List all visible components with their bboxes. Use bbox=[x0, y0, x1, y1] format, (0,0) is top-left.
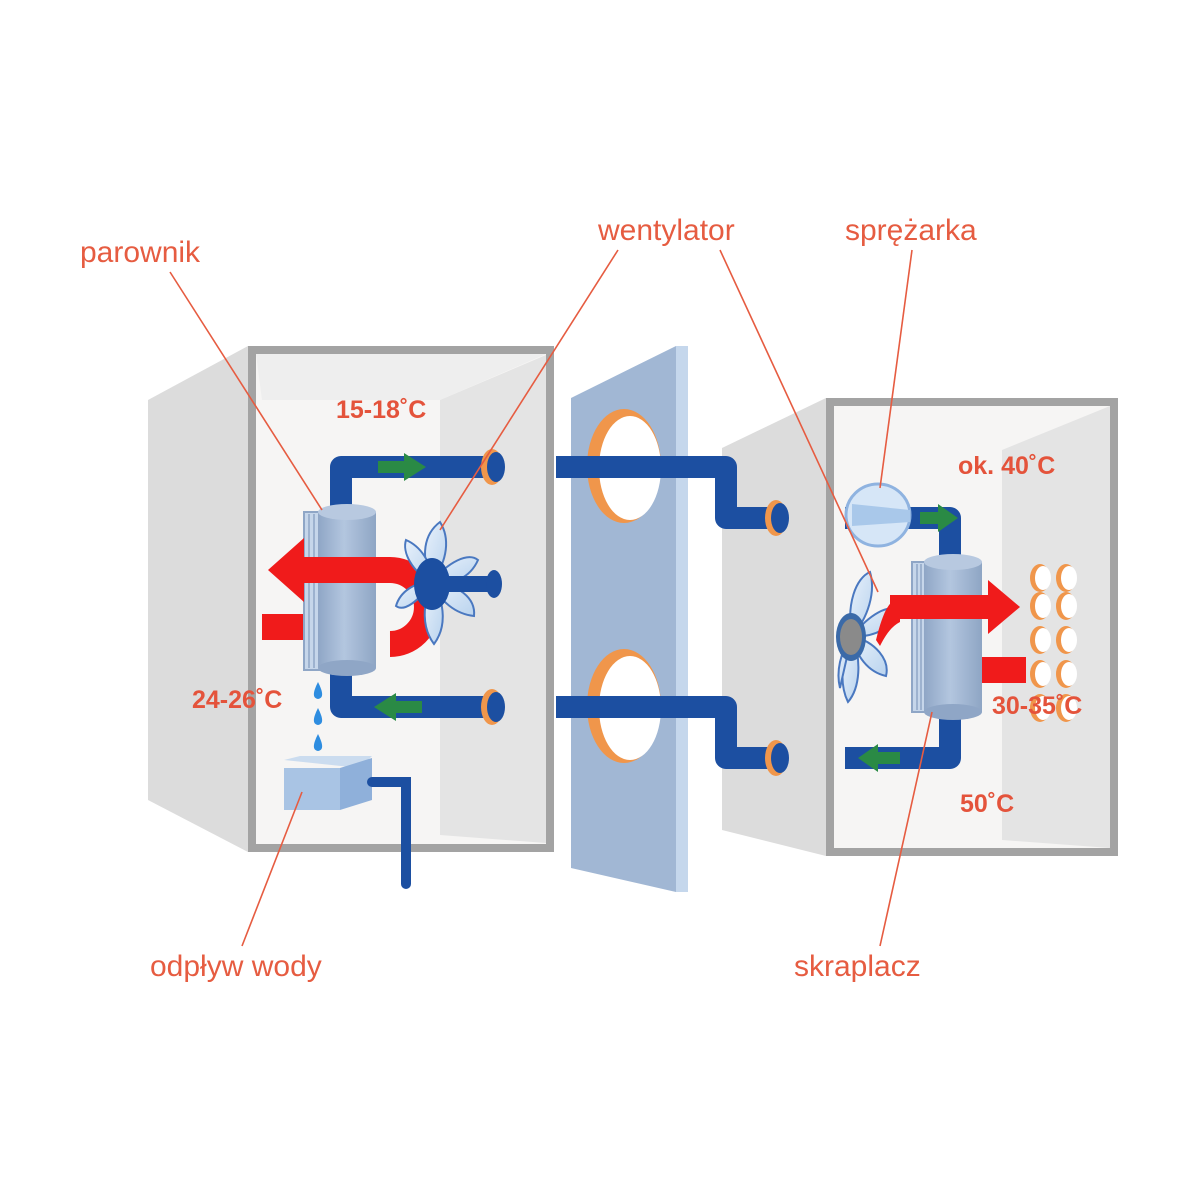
grille-hole bbox=[1061, 594, 1077, 618]
drain-pipe bbox=[367, 777, 411, 889]
fan-hub bbox=[840, 619, 862, 655]
flow-arrow-left-icon bbox=[374, 693, 422, 721]
grille-hole bbox=[1035, 594, 1051, 618]
leader-line-sprezarka bbox=[879, 249, 913, 489]
indoor-pipe-top bbox=[330, 456, 495, 520]
leader-line-odplyw bbox=[241, 791, 303, 947]
grille-hole bbox=[1035, 696, 1051, 720]
condenser bbox=[911, 554, 982, 720]
temp-condenser-bottom: 50˚C bbox=[960, 790, 1014, 818]
wall-panel bbox=[571, 346, 688, 892]
pipe-caps bbox=[481, 449, 789, 776]
temp-condenser-top: ok. 40˚C bbox=[958, 452, 1055, 480]
evaporator-top bbox=[318, 504, 376, 520]
evaporator-fins bbox=[303, 511, 321, 671]
grille-hole bbox=[1061, 566, 1077, 590]
link-pipe-bottom bbox=[556, 696, 780, 769]
exhaust-grille bbox=[1030, 564, 1077, 722]
evaporator-bottom bbox=[318, 660, 376, 676]
grille-hole bbox=[1035, 662, 1051, 686]
water-drop-icon bbox=[313, 682, 323, 699]
grille-hole bbox=[1035, 628, 1051, 652]
water-drop-icon bbox=[313, 708, 323, 725]
temp-condenser-outflow: 30-35˚C bbox=[992, 692, 1082, 720]
fan-hub bbox=[414, 558, 450, 610]
indoor-unit-top-inner bbox=[256, 354, 546, 400]
water-drop-icon bbox=[313, 734, 323, 751]
flow-arrow-right-icon bbox=[378, 453, 426, 481]
wall-panel-edge bbox=[676, 346, 688, 892]
drain-tray-front bbox=[284, 768, 340, 810]
temp-evaporator-inflow: 24-26˚C bbox=[192, 686, 282, 714]
label-skraplacz: skraplacz bbox=[794, 950, 921, 983]
indoor-unit-side bbox=[148, 346, 248, 852]
hot-air-return-stub bbox=[982, 657, 1026, 683]
condenser-body bbox=[924, 562, 982, 712]
grille-hole bbox=[1035, 566, 1051, 590]
pipe-cap bbox=[771, 743, 789, 773]
compressor-core bbox=[852, 504, 910, 526]
link-pipe-top bbox=[556, 456, 780, 529]
flow-arrow-right-icon bbox=[920, 504, 958, 532]
evaporator bbox=[303, 504, 376, 676]
indoor-pipe-bottom bbox=[330, 668, 495, 718]
label-wentylator: wentylator bbox=[597, 214, 735, 247]
leader-lines bbox=[169, 249, 933, 947]
flow-arrows bbox=[374, 453, 958, 772]
leader-line-wentylator-outdoor bbox=[719, 249, 879, 593]
leader-line-wentylator-indoor bbox=[439, 249, 619, 531]
label-odplyw-wody: odpływ wody bbox=[150, 950, 322, 983]
outdoor-unit-side bbox=[722, 398, 826, 856]
outdoor-fan bbox=[836, 570, 902, 704]
evaporator-body bbox=[318, 512, 376, 668]
grille-hole bbox=[1061, 662, 1077, 686]
leader-line-parownik bbox=[169, 271, 323, 511]
condenser-bottom bbox=[924, 704, 982, 720]
leader-line-skraplacz bbox=[879, 711, 933, 947]
pipe-cap bbox=[487, 692, 505, 722]
condenser-fins bbox=[911, 561, 927, 713]
condensate-drops bbox=[313, 682, 323, 751]
compressor bbox=[844, 482, 912, 548]
indoor-fan bbox=[394, 520, 502, 646]
pipe-cap bbox=[487, 452, 505, 482]
grille-hole bbox=[1061, 696, 1077, 720]
hot-air-outflow-arrow bbox=[876, 580, 1020, 646]
fan-shaft bbox=[448, 576, 492, 592]
label-sprezarka: sprężarka bbox=[845, 214, 977, 247]
label-parownik: parownik bbox=[80, 236, 201, 269]
temp-evaporator-top: 15-18˚C bbox=[336, 396, 426, 424]
flow-arrow-left-icon bbox=[858, 744, 900, 772]
drain-tray-side bbox=[340, 758, 372, 810]
grille-hole bbox=[1061, 628, 1077, 652]
condenser-top bbox=[924, 554, 982, 570]
pipe-cap bbox=[771, 503, 789, 533]
outdoor-unit-back-wall bbox=[1002, 406, 1110, 848]
drain-tray bbox=[284, 756, 411, 889]
